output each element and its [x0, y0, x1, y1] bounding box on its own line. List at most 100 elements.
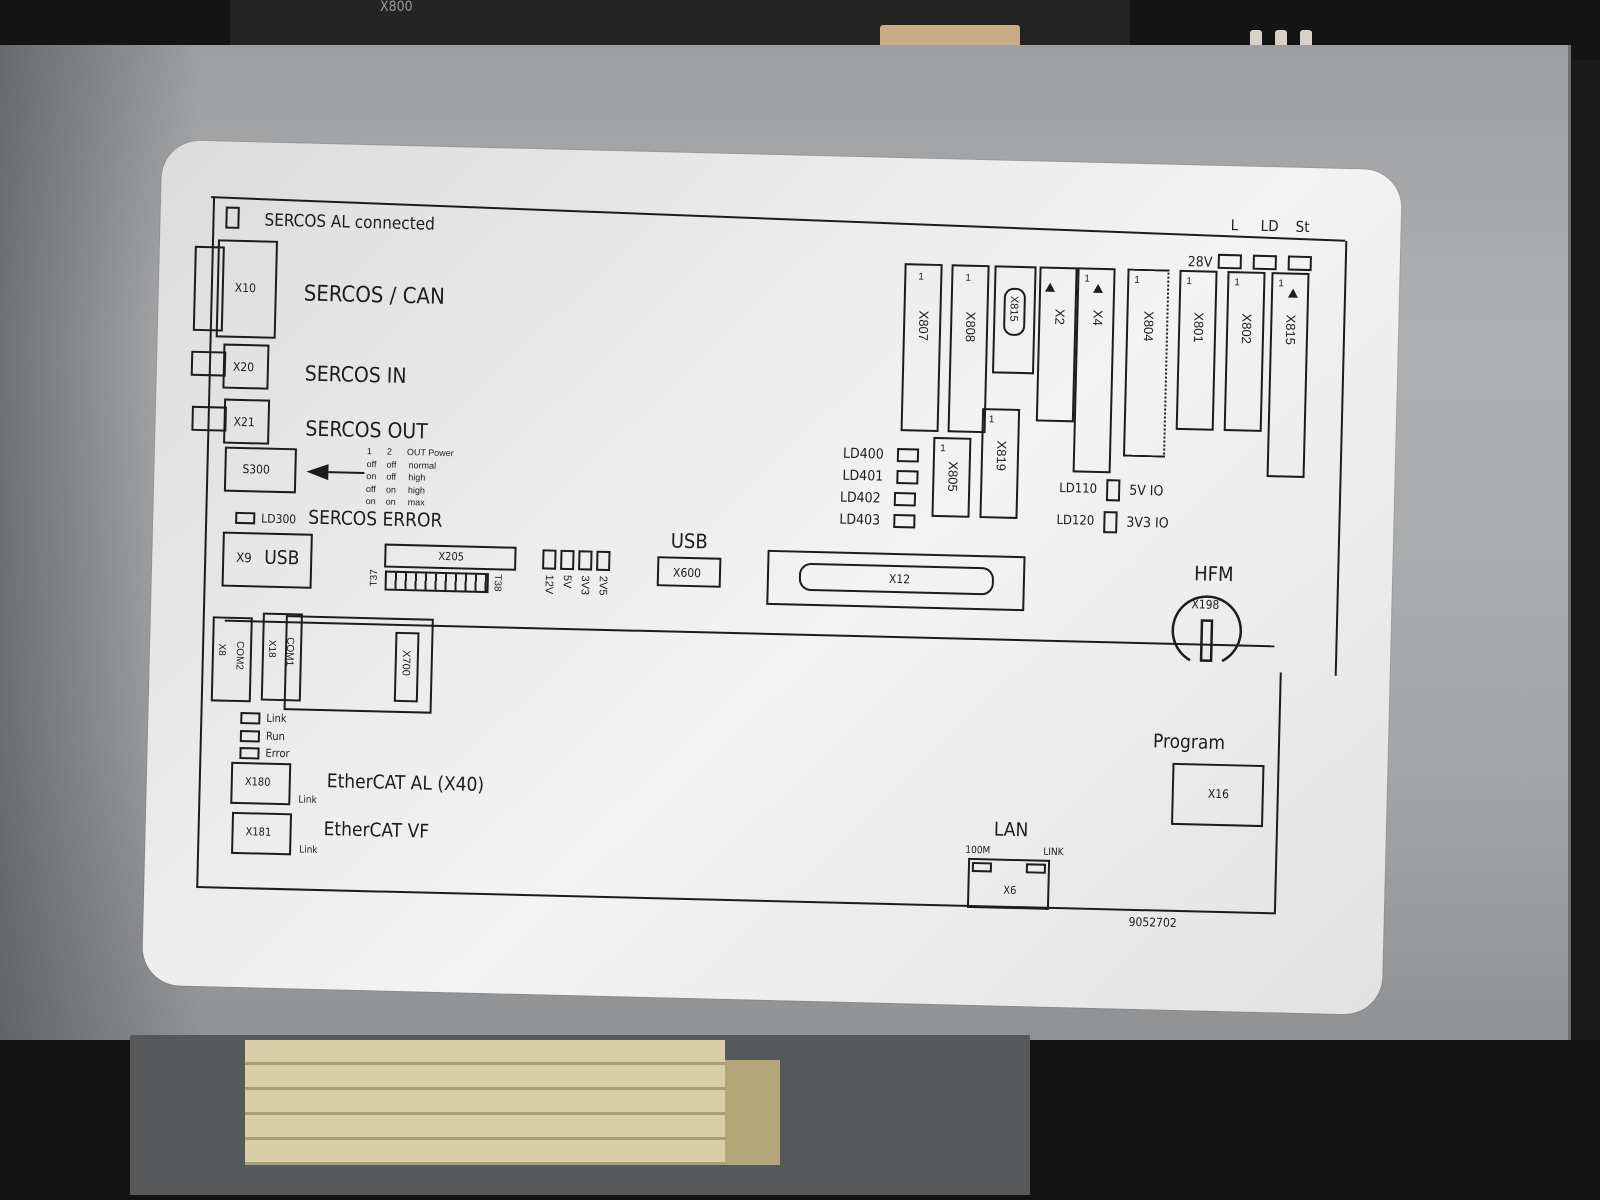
x4-slot: 1 X4	[1072, 267, 1116, 474]
x198-rotary-switch-icon	[1171, 595, 1243, 663]
hfm-label: HFM	[1193, 561, 1234, 587]
led-link	[240, 712, 261, 725]
5v-io-label: 5V IO	[1128, 482, 1164, 500]
s300-label: S300	[242, 462, 271, 477]
x802-label: X802	[1238, 313, 1255, 345]
ld120-label: LD120	[1056, 512, 1095, 529]
header-l-label: L	[1230, 216, 1239, 235]
x180-link-label: Link	[298, 794, 317, 806]
led-ld300	[235, 511, 256, 525]
x16-label: X16	[1207, 786, 1230, 802]
ld110-label: LD110	[1059, 480, 1098, 497]
led-ld402	[893, 491, 917, 507]
pin-one-marker: 1	[1134, 274, 1141, 286]
frame-right-line-lower	[1273, 672, 1282, 913]
x8-label: X8	[215, 643, 228, 656]
x9-usb-connector: X9 USB	[221, 531, 313, 589]
frame-right-line-upper	[1334, 240, 1348, 676]
led-error	[239, 747, 260, 760]
x21-connector: X21	[223, 398, 271, 445]
x801-slot: 1 X801	[1175, 269, 1218, 431]
x181-label: X181	[245, 825, 272, 839]
pin-marker-triangle-icon	[1092, 283, 1104, 294]
pin-one-marker: 1	[1084, 273, 1091, 285]
x802-slot: 1 X802	[1223, 271, 1266, 432]
pin-one-marker: 1	[1186, 276, 1192, 288]
led-ld400	[896, 448, 920, 463]
voltage-12v-label: 12V	[542, 574, 555, 595]
led-ld110	[1105, 479, 1121, 502]
led-run	[239, 730, 261, 743]
pin-one-marker: 1	[965, 272, 972, 284]
led-lan-link	[1025, 863, 1047, 874]
pin-marker-triangle-icon	[1045, 282, 1056, 292]
led-sercos-al	[225, 206, 240, 229]
x807-label: X807	[915, 310, 932, 342]
3v3-io-label: 3V3 IO	[1126, 514, 1169, 532]
x600-label: X600	[672, 565, 702, 581]
x20-connector: X20	[222, 343, 270, 390]
x180-connector: X180	[230, 761, 292, 806]
x600-connector: X600	[656, 556, 722, 588]
sercos-can-label: SERCOS / CAN	[303, 281, 446, 310]
ld402-label: LD402	[839, 489, 881, 507]
x205-pin-row	[384, 570, 489, 594]
x819-slot: 1 X819	[979, 408, 1021, 519]
led-2v5	[596, 550, 611, 572]
voltage-3v3-label: 3V3	[578, 575, 591, 596]
x805-label: X805	[945, 461, 961, 492]
frame-bottom-line	[196, 886, 1276, 915]
x12-label: X12	[888, 571, 911, 587]
pin-one-marker: 1	[918, 271, 925, 283]
pin-one-marker: 1	[988, 414, 995, 426]
header-st-label: St	[1295, 217, 1310, 237]
wood-block-front	[725, 1060, 780, 1165]
x807-slot: 1 X807	[900, 263, 943, 433]
x8-com2-connector: X8 COM2	[210, 616, 253, 703]
led-100m	[971, 861, 993, 873]
link-led-label: Link	[266, 711, 287, 726]
s300-switch: S300	[223, 446, 297, 494]
x181-connector: X181	[231, 811, 293, 856]
x804-slot: 1 X804	[1122, 268, 1170, 458]
x700-label: X700	[399, 649, 413, 676]
voltage-28v-label: 28V	[1187, 254, 1213, 271]
x16-connector: X16	[1171, 762, 1265, 828]
x18-label: X18	[265, 639, 278, 658]
led-28v-st	[1287, 255, 1312, 272]
pin-marker-triangle-icon	[1287, 288, 1299, 298]
pin-one-marker: 1	[1234, 277, 1240, 289]
pin-one-marker: 1	[940, 443, 946, 455]
led-28v-l	[1217, 253, 1242, 270]
led-5v	[560, 549, 575, 571]
x20-label: X20	[232, 359, 255, 375]
x819-label: X819	[993, 440, 1010, 472]
wood-block	[245, 1040, 725, 1165]
ld401-label: LD401	[842, 467, 884, 485]
x815-slot: X815	[991, 265, 1037, 375]
ld400-label: LD400	[842, 445, 884, 463]
x6-label: X6	[1003, 883, 1017, 898]
x21-fiber-port	[191, 405, 227, 432]
program-label: Program	[1152, 730, 1226, 755]
sercos-out-label: SERCOS OUT	[305, 416, 429, 444]
voltage-5v-label: 5V	[560, 574, 573, 589]
led-ld120	[1103, 511, 1118, 534]
lan-link-label: LINK	[1043, 846, 1064, 859]
x700-module: X700	[283, 615, 434, 714]
sercos-error-label: SERCOS ERROR	[307, 506, 443, 532]
t37-label: T37	[368, 569, 381, 587]
x2-label: X2	[1052, 308, 1068, 326]
x180-label: X180	[244, 775, 271, 789]
top-board-label: X800	[380, 0, 413, 15]
led-12v	[542, 549, 557, 570]
x198-label: X198	[1191, 597, 1220, 612]
x9-label: X9	[236, 550, 252, 567]
part-number: 9052702	[1128, 914, 1177, 930]
x4-label: X4	[1090, 309, 1106, 326]
x6-lan-connector: X6	[966, 857, 1051, 910]
x10-connector: X10	[215, 239, 279, 339]
pin-one-marker: 1	[1278, 278, 1284, 290]
usb-title-label: USB	[670, 528, 709, 554]
